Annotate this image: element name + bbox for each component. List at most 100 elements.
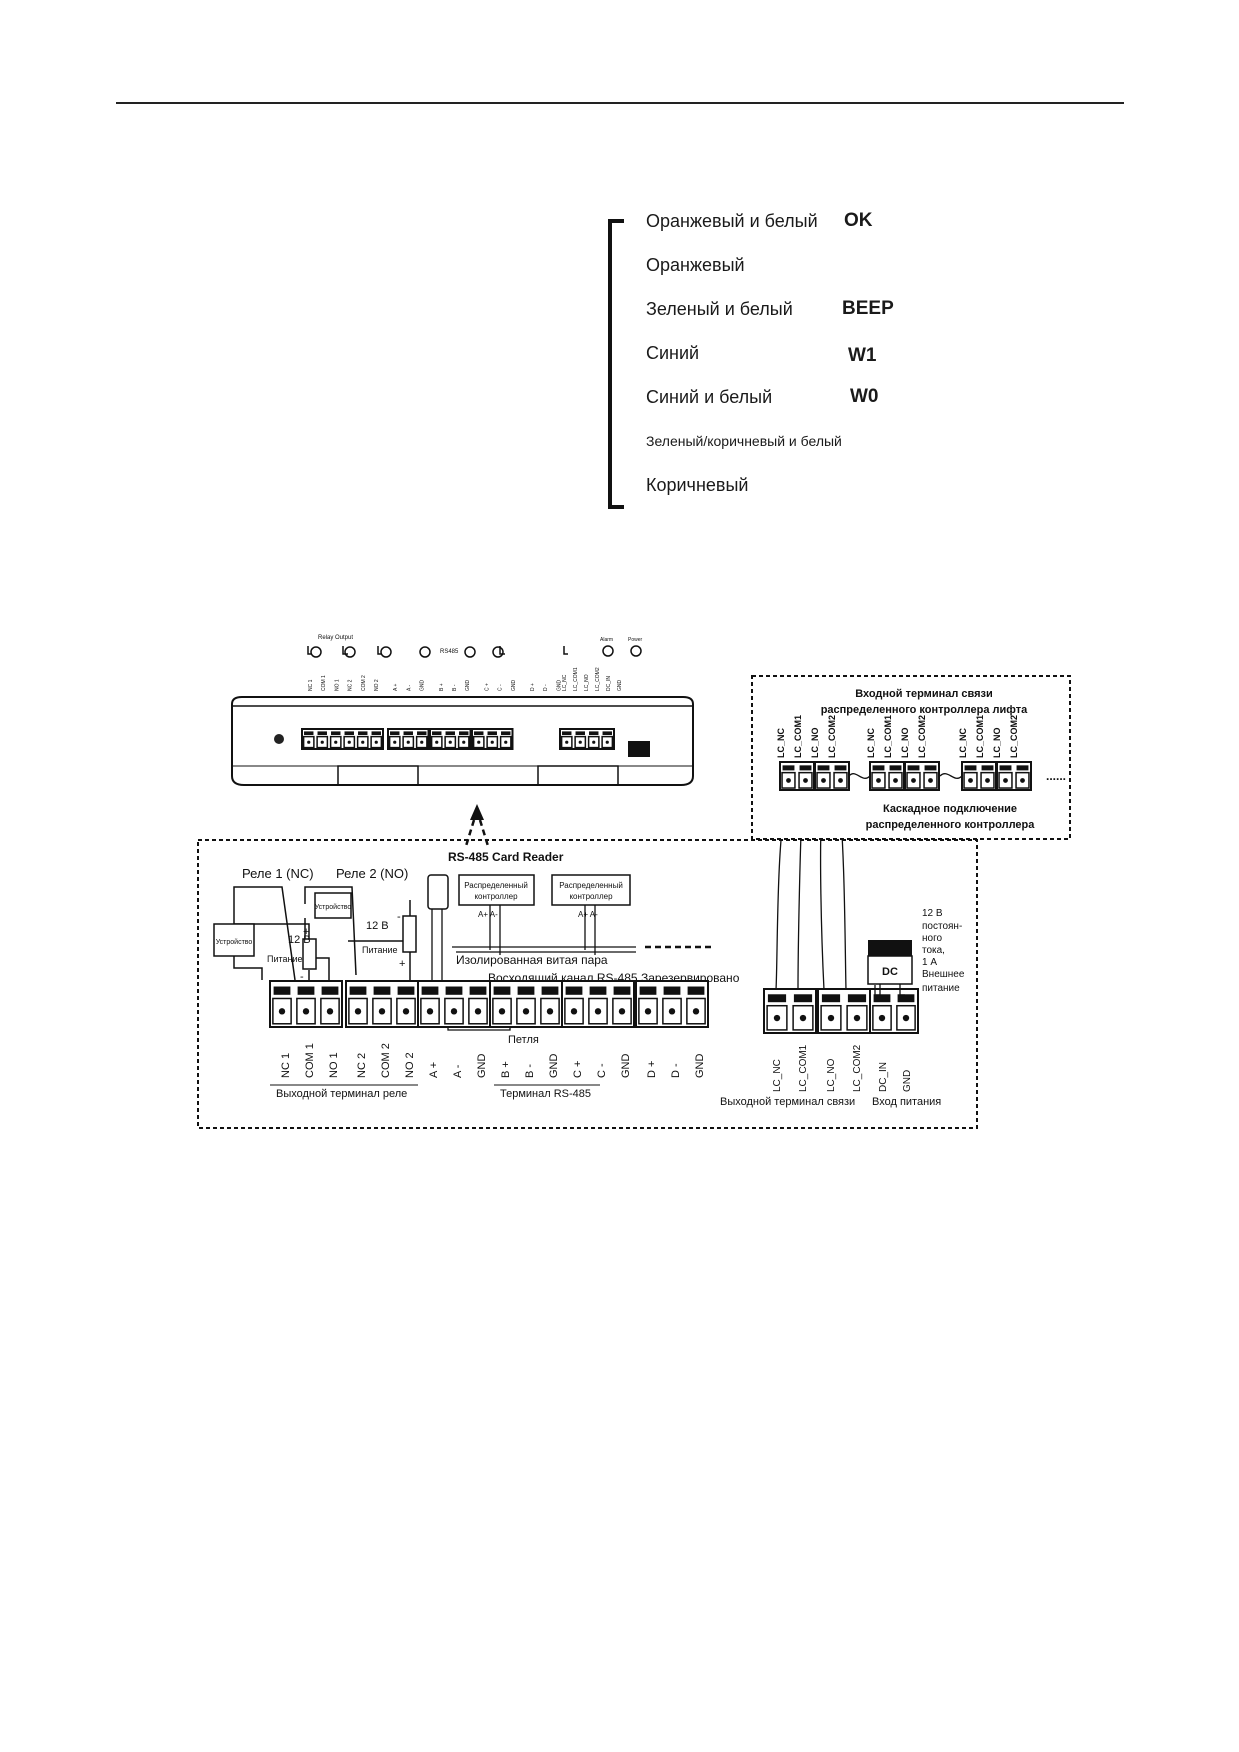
lc-pin-label: LC_COM2 — [852, 1044, 863, 1092]
legend-signal-code: W0 — [850, 386, 879, 407]
terminal-screw-icon — [498, 1008, 506, 1015]
device-pin-label: GND — [465, 680, 471, 692]
rs485-pin-label: GND — [694, 1054, 706, 1079]
device-terminal-block — [559, 728, 615, 750]
inset-ellipsis: ...... — [1046, 769, 1066, 783]
device-pin-label: DC_IN — [606, 676, 612, 691]
lc-pin-label: LC_NC — [772, 1059, 783, 1092]
terminal-screw-icon — [474, 1008, 482, 1015]
terminal-screw-icon — [347, 740, 351, 744]
legend-signal-code: BEEP — [842, 298, 894, 319]
terminal-slot — [445, 986, 463, 995]
indicator-bracket — [342, 646, 348, 655]
loop-label: Петля — [508, 1034, 539, 1046]
terminal-screw-icon — [878, 1014, 886, 1022]
terminal-slot — [847, 994, 867, 1003]
rs485-pin-label: C - — [596, 1063, 608, 1078]
lc-pin-label: LC_COM1 — [798, 1044, 809, 1092]
indicator-bracket — [307, 646, 312, 655]
bus-pin-labels: A+ A- — [478, 910, 498, 919]
terminal-slot — [1016, 765, 1029, 771]
terminal-screw-icon — [504, 740, 508, 744]
terminal-screw-icon — [668, 1008, 676, 1015]
terminal-screw-icon — [302, 1008, 310, 1015]
box-line: Распределенный — [464, 881, 528, 890]
terminal-screw-icon — [803, 778, 808, 783]
inset-terminal-block — [779, 761, 815, 791]
relay-wiring — [233, 886, 411, 981]
legend-color-label: Зеленый/коричневый и белый — [646, 433, 842, 449]
terminal-screw-icon — [618, 1008, 626, 1015]
power-supply-symbol — [302, 938, 317, 970]
relay-pin-label: NO 1 — [328, 1052, 340, 1078]
power-jack — [628, 741, 650, 757]
terminal-slot — [589, 731, 599, 735]
legend-row: Коричневый — [646, 475, 748, 496]
terminal-slot — [349, 986, 367, 995]
box-line: Распределенный — [559, 881, 623, 890]
device-pin-label: LC_COM1 — [573, 667, 579, 691]
power-label: Power — [628, 637, 643, 643]
terminal-slot — [924, 765, 937, 771]
terminal-slot — [445, 731, 455, 735]
rs485-pin-label: A + — [428, 1062, 440, 1078]
terminal-slot — [575, 731, 585, 735]
indicator-led-icon — [344, 646, 356, 658]
power-note-line: постоян- — [922, 921, 962, 932]
distributed-controller-box: Распределенный контроллер A+ A- — [551, 874, 631, 919]
terminal-slot — [613, 986, 631, 995]
indicator-led-icon — [419, 646, 431, 658]
terminal-screw-icon — [1020, 778, 1025, 783]
relay2-label: Реле 2 (NO) — [336, 866, 408, 881]
terminal-slot — [834, 765, 847, 771]
inset-pin-label: LC_NC — [866, 727, 876, 758]
terminal-screw-icon — [692, 1008, 700, 1015]
inset-frame — [751, 675, 1071, 840]
indicator-led-icon — [630, 645, 642, 657]
device-box-label: Устройство — [216, 938, 253, 946]
terminal-screw-icon — [307, 740, 311, 744]
terminal-slot — [421, 986, 439, 995]
terminal-slot — [321, 986, 339, 995]
psu-voltage: 12 В — [288, 934, 311, 946]
device-pin-label: LC_COM2 — [595, 667, 601, 691]
terminal-slot — [469, 986, 487, 995]
terminal-screw-icon — [354, 1008, 362, 1015]
terminal-slot — [872, 765, 885, 771]
indicator-led-icon — [380, 646, 392, 658]
psu-voltage: 12 В — [366, 920, 389, 932]
inset-terminal-blocks — [779, 761, 1032, 791]
terminal-screw-icon — [911, 778, 916, 783]
device-pin-label: GND — [617, 680, 623, 692]
terminal-screw-icon — [565, 740, 569, 744]
power-input-caption: Вход питания — [872, 1096, 941, 1108]
inset-pin-label: LC_NO — [900, 727, 910, 758]
terminal-slot — [589, 986, 607, 995]
inset-pin-label: LC_COM2 — [917, 715, 927, 758]
device-pin-label: D - — [543, 684, 549, 691]
terminal-screw-icon — [490, 740, 494, 744]
device-pin-label: B + — [439, 683, 445, 691]
terminal-slot — [907, 765, 920, 771]
indicator-led-icon — [602, 645, 614, 657]
dc-adapter — [867, 955, 913, 985]
twisted-pair-label: Изолированная витая пара — [456, 953, 608, 967]
psu-plus: + — [303, 926, 309, 938]
terminal-screw-icon — [546, 1008, 554, 1015]
terminal-screw-icon — [799, 1014, 807, 1022]
terminal-slot — [493, 986, 511, 995]
device-terminal-blocks — [301, 728, 615, 750]
terminal-slot — [390, 731, 400, 735]
terminal-screw-icon — [773, 1014, 781, 1022]
terminal-screw-icon — [448, 740, 452, 744]
terminal-slot — [474, 731, 484, 735]
device-foot — [537, 765, 619, 786]
terminal-slot — [501, 731, 511, 735]
terminal-slot — [889, 765, 902, 771]
box-line: контроллер — [569, 892, 613, 901]
rs485-terminal-block — [417, 980, 491, 1028]
